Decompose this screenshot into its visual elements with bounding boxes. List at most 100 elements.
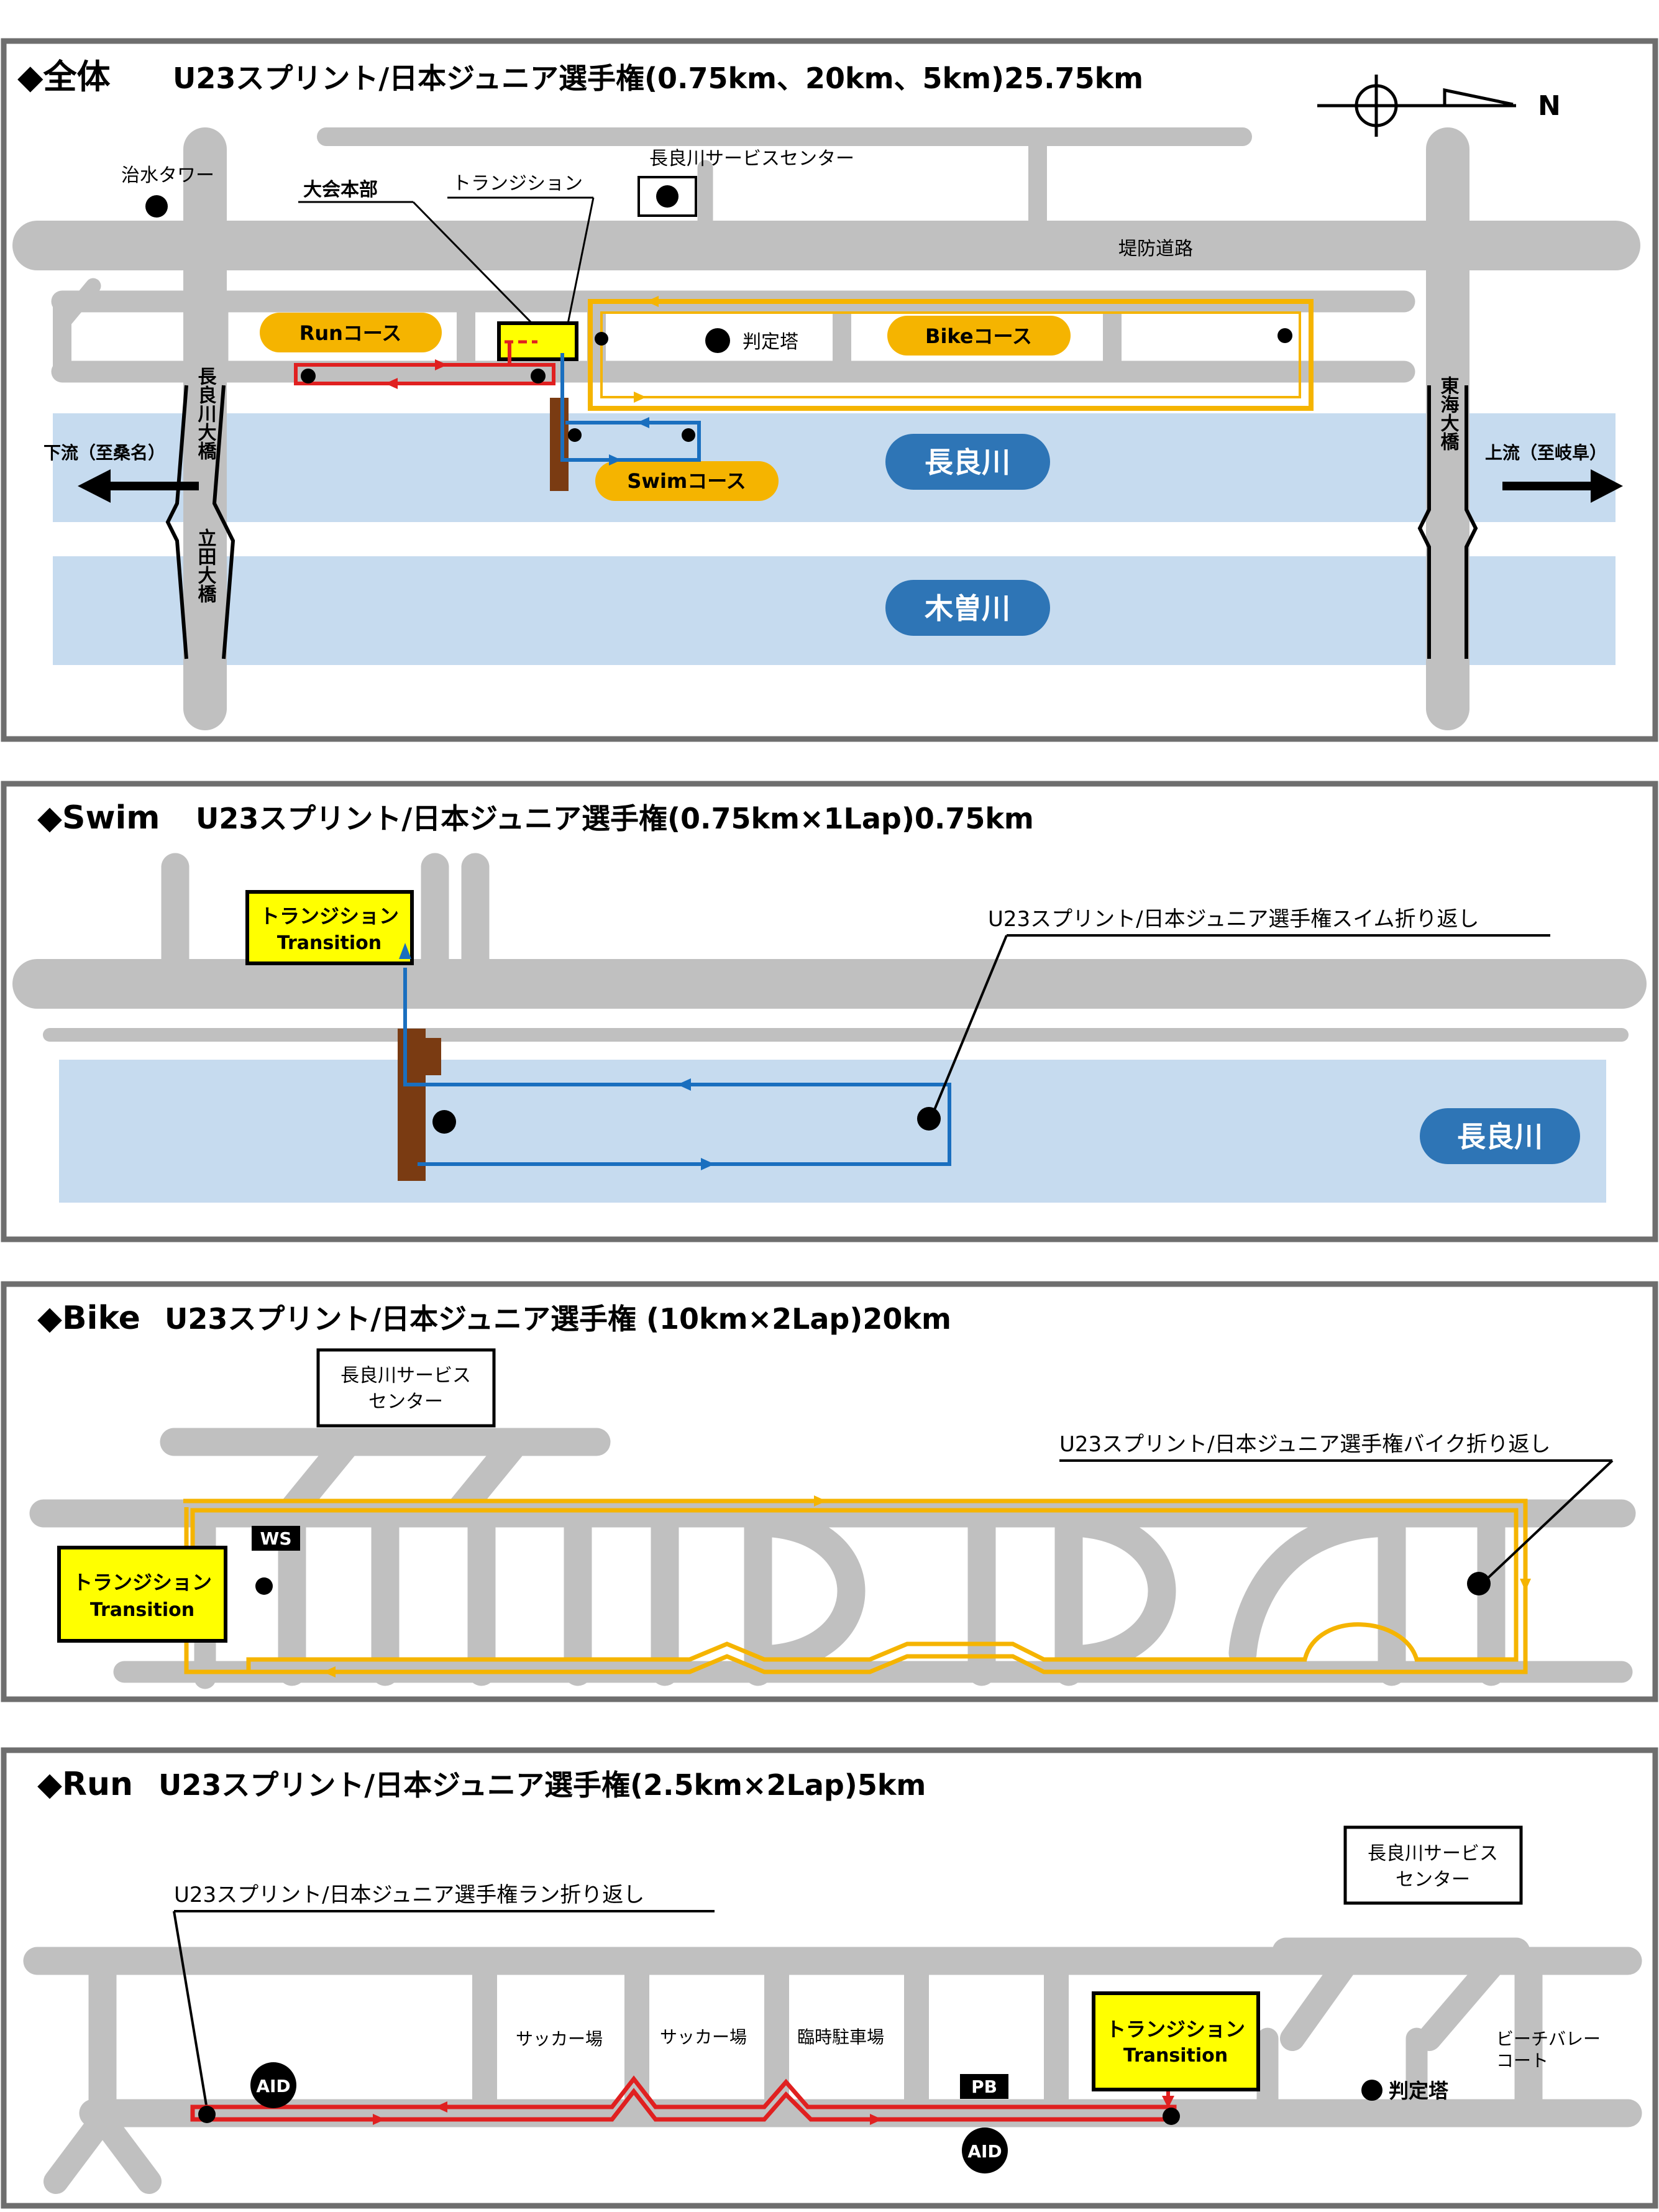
bike-ws-badge xyxy=(252,1526,300,1551)
bike-service-center-line2: センター xyxy=(368,1391,443,1413)
beach-volley-label-1: ビーチバレー xyxy=(1496,2029,1601,2049)
bike-turn-label: U23スプリント/日本ジュニア選手権バイク折り返し xyxy=(1059,1432,1551,1457)
north-label: N xyxy=(1538,90,1561,122)
run-judge-tower-label: 判定塔 xyxy=(1389,2079,1449,2103)
swim-course-label: Swimコース xyxy=(627,469,746,493)
swim-river-pill xyxy=(1420,1108,1580,1164)
soccer-field-1-label: サッカー場 xyxy=(516,2029,603,2049)
swim-transition-en: Transition xyxy=(277,932,382,954)
bridge-brackets xyxy=(165,385,1478,659)
river-kiso xyxy=(53,556,1616,665)
swim-roads xyxy=(12,853,1647,1042)
run-service-center-line1: 長良川サービス xyxy=(1368,1843,1498,1865)
bike-mount-marker xyxy=(595,332,608,346)
judge-tower-label: 判定塔 xyxy=(743,331,798,353)
bike-course-pill xyxy=(887,316,1071,356)
service-center-marker xyxy=(656,185,679,208)
overview-panel: ◆全体 U23スプリント/日本ジュニア選手権(0.75km、20km、5km)2… xyxy=(0,37,1659,743)
swim-transition-ja: トランジション xyxy=(260,904,399,928)
run-course-pill xyxy=(260,313,442,352)
temp-parking-label: 臨時駐車場 xyxy=(797,2027,884,2047)
downstream-arrow-icon xyxy=(78,469,199,503)
swim-course-route xyxy=(560,353,701,462)
river-nagara-pill xyxy=(885,434,1050,490)
run-aid-1-label: AID xyxy=(256,2076,290,2096)
swim-panel: ◆Swim U23スプリント/日本ジュニア選手権(0.75km×1Lap)0.7… xyxy=(0,780,1659,1243)
run-map: ◆Run U23スプリント/日本ジュニア選手権(2.5km×2Lap)5km 長… xyxy=(1,1747,1658,2209)
run-aid-2-label: AID xyxy=(967,2141,1002,2162)
run-turn-marker xyxy=(198,2106,216,2123)
run-turn-label: U23スプリント/日本ジュニア選手権ラン折り返し xyxy=(174,1883,644,1907)
levee-road-label: 堤防道路 xyxy=(1118,238,1193,260)
bike-title: U23スプリント/日本ジュニア選手権 (10km×2Lap)20km xyxy=(165,1302,951,1336)
bike-service-center-box xyxy=(316,1348,496,1428)
run-transition-ja: トランジション xyxy=(1106,2017,1245,2041)
overview-map: ◆全体 U23スプリント/日本ジュニア選手権(0.75km、20km、5km)2… xyxy=(1,38,1658,742)
swim-course-pill xyxy=(595,461,779,501)
river-kiso-pill xyxy=(885,580,1050,636)
bike-course-label: Bikeコース xyxy=(925,324,1032,348)
run-start-marker xyxy=(531,369,546,383)
run-pb-badge xyxy=(960,2074,1008,2099)
bike-route-return xyxy=(183,1498,1528,1674)
bike-course-inner xyxy=(600,311,1301,398)
swim-turn-label: U23スプリント/日本ジュニア選手権スイム折り返し xyxy=(988,907,1479,932)
run-title: U23スプリント/日本ジュニア選手権(2.5km×2Lap)5km xyxy=(158,1768,926,1802)
run-judge-tower-marker xyxy=(1361,2080,1382,2101)
bike-transition-en: Transition xyxy=(90,1599,194,1621)
transition-label: トランジション xyxy=(452,173,583,195)
bike-mount-marker xyxy=(255,1577,273,1595)
soccer-field-2-label: サッカー場 xyxy=(660,2027,747,2047)
overview-heading: ◆全体 xyxy=(17,57,111,96)
run-roads xyxy=(23,1937,1642,2194)
bike-service-center-line1: 長良川サービス xyxy=(340,1365,471,1387)
bike-frame xyxy=(1,1281,1658,1702)
run-course-route xyxy=(294,363,555,385)
overview-title: U23スプリント/日本ジュニア選手権(0.75km、20km、5km)25.75… xyxy=(173,62,1143,95)
road-network xyxy=(12,127,1640,730)
run-course-label: Runコース xyxy=(299,321,402,345)
river-nagara xyxy=(53,413,1616,522)
run-transition-en: Transition xyxy=(1123,2045,1228,2067)
swim-river xyxy=(59,1060,1606,1203)
bridge-tokai-label: 東海大橋 xyxy=(1437,376,1460,451)
bike-heading: ◆Bike xyxy=(37,1300,140,1337)
run-transition-box xyxy=(1092,1991,1260,2091)
bike-turn-marker xyxy=(1467,1572,1491,1595)
bike-turn-marker xyxy=(1277,328,1292,343)
beach-volley-label-2: コート xyxy=(1496,2050,1548,2071)
swim-title: U23スプリント/日本ジュニア選手権(0.75km×1Lap)0.75km xyxy=(196,802,1034,835)
tower-marker xyxy=(145,195,168,218)
judge-tower-marker xyxy=(705,328,730,353)
bridge-nagaragawa-label: 長良川大橋 xyxy=(194,367,217,460)
bike-course-outer xyxy=(588,299,1314,411)
swim-frame xyxy=(1,781,1658,1242)
run-aid-2 xyxy=(962,2127,1008,2173)
swim-heading: ◆Swim xyxy=(37,799,160,837)
swim-start-buoy xyxy=(432,1110,456,1134)
bike-panel: ◆Bike U23スプリント/日本ジュニア選手権 (10km×2Lap)20km… xyxy=(0,1280,1659,1703)
river-kiso-label: 木曽川 xyxy=(925,592,1010,625)
run-service-center-box xyxy=(1343,1825,1523,1905)
swim-river-label: 長良川 xyxy=(1457,1120,1543,1154)
run-service-center-line2: センター xyxy=(1396,1869,1470,1891)
service-center-label: 長良川サービスセンター xyxy=(649,148,854,170)
bike-route xyxy=(190,1508,1519,1672)
upstream-label: 上流（至岐阜） xyxy=(1485,443,1607,463)
downstream-label: 下流（至桑名） xyxy=(43,443,165,463)
run-start-marker xyxy=(1163,2108,1180,2125)
hq-label: 大会本部 xyxy=(303,179,378,201)
swim-pier xyxy=(398,1029,426,1181)
run-turn-marker xyxy=(301,369,316,383)
swim-map: ◆Swim U23スプリント/日本ジュニア選手権(0.75km×1Lap)0.7… xyxy=(1,781,1658,1242)
run-pb-label: PB xyxy=(971,2077,997,2097)
swim-route xyxy=(403,968,951,1166)
bike-transition-ja: トランジション xyxy=(73,1571,212,1594)
bike-map: ◆Bike U23スプリント/日本ジュニア選手権 (10km×2Lap)20km… xyxy=(1,1281,1658,1702)
swim-turn-buoy xyxy=(917,1107,941,1131)
swim-transition-box xyxy=(245,890,414,965)
overview-frame xyxy=(1,38,1658,742)
bike-ws-label: WS xyxy=(260,1528,291,1549)
compass-icon xyxy=(1317,75,1516,137)
run-aid-1 xyxy=(250,2062,296,2108)
